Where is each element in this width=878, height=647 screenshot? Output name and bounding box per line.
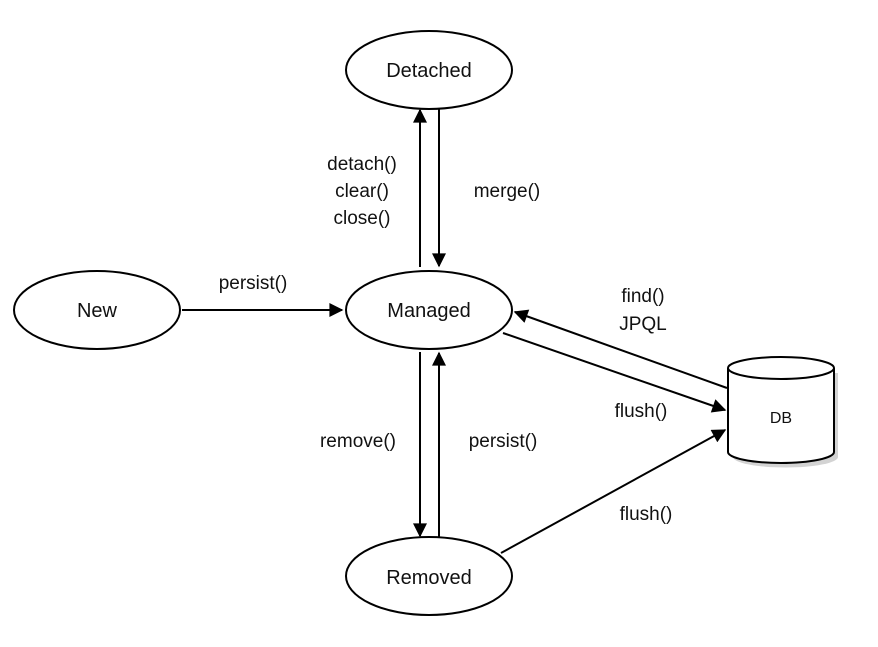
edge-flush-removed: [500, 429, 727, 554]
edge-find-label-1: find(): [621, 286, 664, 307]
node-removed-label: Removed: [386, 567, 472, 589]
edge-find-label-2: JPQL: [619, 314, 667, 335]
node-detached: Detached: [345, 30, 513, 110]
edge-detach-labels: detach() clear() close(): [327, 154, 397, 229]
edge-flush-managed: [502, 332, 727, 413]
edge-flush-removed-label: flush(): [620, 504, 673, 525]
edge-find-labels: find() JPQL: [619, 286, 667, 335]
node-new-label: New: [77, 300, 118, 322]
edge-detach-label-2: clear(): [335, 181, 389, 202]
edge-persist-new-label: persist(): [219, 273, 288, 294]
node-db-label: DB: [770, 410, 792, 427]
edge-remove-label: remove(): [320, 431, 396, 452]
edge-merge-label: merge(): [474, 181, 541, 202]
node-removed: Removed: [345, 536, 513, 616]
node-db: DB: [727, 356, 838, 468]
edge-detach-label-3: close(): [333, 208, 390, 229]
node-new: New: [13, 270, 181, 350]
node-managed-label: Managed: [387, 300, 470, 322]
edge-detach-label-1: detach(): [327, 154, 397, 175]
edge-flush-managed-label: flush(): [615, 401, 668, 422]
edge-find: [513, 309, 728, 389]
edge-persist-removed-label: persist(): [469, 431, 538, 452]
node-managed: Managed: [345, 270, 513, 350]
node-detached-label: Detached: [386, 60, 472, 82]
